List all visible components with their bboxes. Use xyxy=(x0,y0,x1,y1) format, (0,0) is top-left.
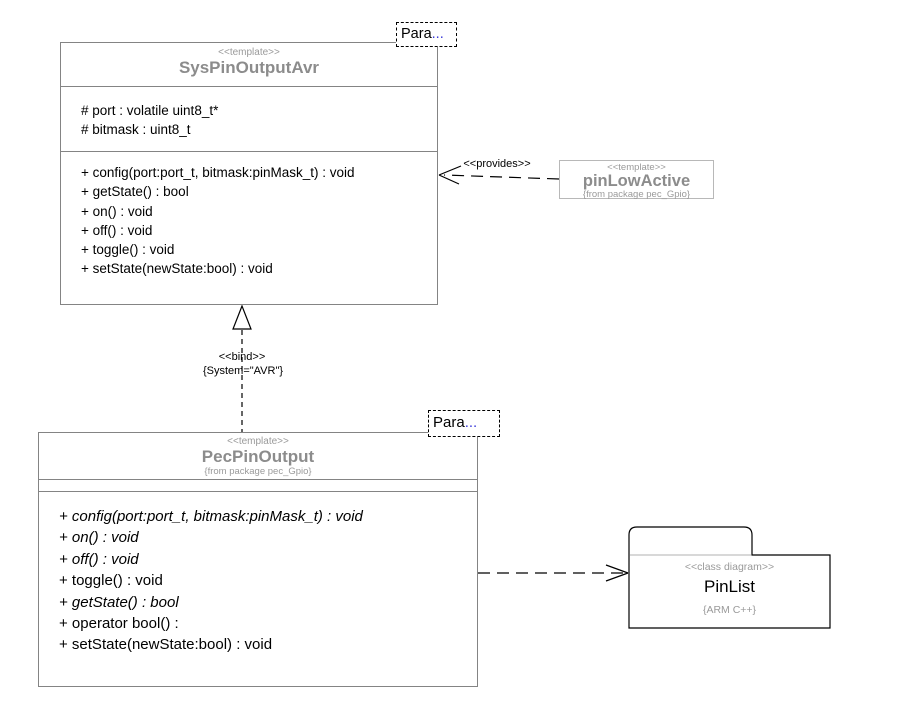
param-ellipsis: ... xyxy=(431,26,444,42)
method-row: + operator bool() : xyxy=(59,615,179,633)
bind-constraint-label: {System="AVR"} xyxy=(202,365,284,377)
class-name: PecPinOutput xyxy=(201,447,315,466)
methods-compartment: + config(port:port_t, bitmask:pinMask_t)… xyxy=(39,491,477,686)
method-row: + toggle() : void xyxy=(59,572,163,590)
attribute-row: # bitmask : uint8_t xyxy=(81,122,191,138)
folder-icon xyxy=(628,526,831,629)
pinlist-package-shape[interactable] xyxy=(628,526,831,629)
method-row: + off() : void xyxy=(59,550,139,568)
package-name: PinList xyxy=(703,577,756,596)
param-label: Para xyxy=(401,26,432,42)
method-row: + on() : void xyxy=(59,529,139,547)
class-header: <<template>> SysPinOutputAvr xyxy=(61,43,437,86)
attribute-row: # port : volatile uint8_t* xyxy=(81,103,219,118)
pec-template-parameter-tag[interactable]: Para... xyxy=(428,410,500,437)
class-header: <<template>> PecPinOutput {from package … xyxy=(39,433,477,479)
stereotype-label: <<template>> xyxy=(227,436,289,447)
attributes-compartment: # port : volatile uint8_t* # bitmask : u… xyxy=(61,86,437,151)
pinlist-dependency-connector xyxy=(478,564,629,582)
package-note: {from package pec_Gpio} xyxy=(582,189,691,200)
pinlist-package-node[interactable]: <<class diagram>> PinList {ARM C++} xyxy=(629,555,830,628)
method-row: + setState(newState:bool) : void xyxy=(59,636,273,654)
param-ellipsis: ... xyxy=(464,414,478,431)
method-row: + off() : void xyxy=(81,222,153,238)
method-row: + toggle() : void xyxy=(81,242,175,258)
bind-label: <<bind>> xyxy=(218,351,266,363)
pin-low-active-class-node[interactable]: <<template>> pinLowActive {from package … xyxy=(559,160,714,200)
stereotype-label: <<template>> xyxy=(218,47,280,58)
pec-pin-output-class-node[interactable]: <<template>> PecPinOutput {from package … xyxy=(38,432,478,687)
stereotype-label: <<template>> xyxy=(607,162,666,173)
open-arrowhead-icon xyxy=(438,165,462,185)
method-row: + getState() : bool xyxy=(81,184,189,200)
class-name: pinLowActive xyxy=(582,172,691,190)
language-tag: {ARM C++} xyxy=(702,604,757,616)
bind-connector xyxy=(232,304,252,432)
hollow-triangle-arrowhead-icon xyxy=(232,304,252,330)
method-row: + getState() : bool xyxy=(59,593,179,611)
method-row: + on() : void xyxy=(81,203,153,219)
method-row: + config(port:port_t, bitmask:pinMask_t)… xyxy=(59,508,363,525)
param-label: Para xyxy=(433,414,465,431)
method-row: + setState(newState:bool) : void xyxy=(81,261,273,277)
sys-pin-output-avr-class-node[interactable]: <<template>> SysPinOutputAvr # port : vo… xyxy=(60,42,438,305)
package-note: {from package pec_Gpio} xyxy=(204,466,312,477)
methods-compartment: + config(port:port_t, bitmask:pinMask_t)… xyxy=(61,151,437,304)
provides-label: <<provides>> xyxy=(463,158,531,170)
attributes-compartment xyxy=(39,479,477,491)
open-arrowhead-icon xyxy=(605,564,629,582)
method-row: + config(port:port_t, bitmask:pinMask_t)… xyxy=(81,165,355,180)
provides-connector xyxy=(438,165,560,185)
sys-template-parameter-tag[interactable]: Para... xyxy=(396,22,457,47)
stereotype-label: <<class diagram>> xyxy=(684,561,775,573)
class-name: SysPinOutputAvr xyxy=(178,58,320,77)
